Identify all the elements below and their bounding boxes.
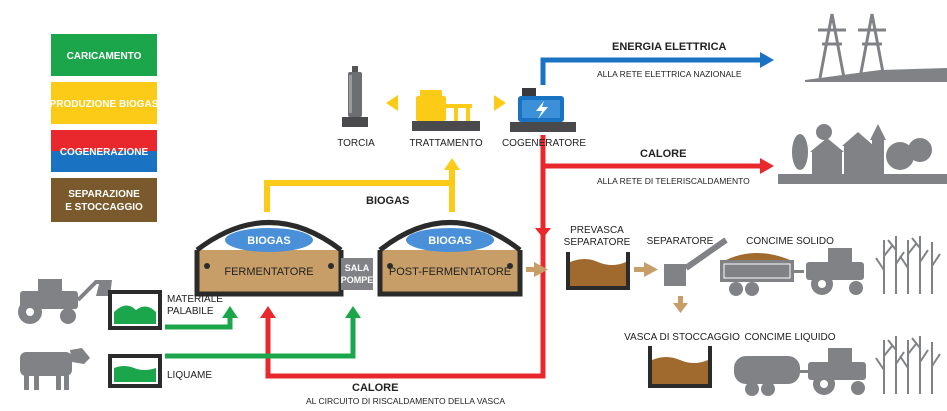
materiale-line1: MATERIALE xyxy=(167,294,223,305)
generator-icon xyxy=(510,88,576,132)
heat-top-title: CALORE xyxy=(640,148,686,160)
legend-produzione-label: PRODUZIONE BIOGAS xyxy=(50,99,159,110)
prevasca-line2: SEPARATORE xyxy=(564,237,631,248)
tanker-icon xyxy=(734,356,808,396)
fermentatore: BIOGAS FERMENTATORE xyxy=(194,220,344,297)
trailer-icon xyxy=(720,253,804,296)
digestate-flow xyxy=(526,262,688,313)
legend-cogenerazione: COGENERAZIONE xyxy=(51,130,157,172)
tractor-icon xyxy=(808,348,866,395)
screw-separator-icon xyxy=(664,237,728,286)
torcia-label: TORCIA xyxy=(337,138,375,149)
feed-liquid-arrow xyxy=(345,306,361,318)
slurry-tank xyxy=(108,354,162,388)
trattamento-label: TRATTAMENTO xyxy=(409,138,483,149)
sala-pompe: SALA POMPE xyxy=(341,258,374,290)
sala-pompe-line2: POMPE xyxy=(341,275,374,285)
concime-solido-label: CONCIME SOLIDO xyxy=(746,236,834,247)
feed-solid-arrow xyxy=(222,306,238,318)
cow-icon xyxy=(20,348,90,390)
biogas-line-label: BIOGAS xyxy=(366,195,409,207)
biogas-arrow-up xyxy=(444,158,460,170)
heat-arrow-down xyxy=(535,228,551,238)
storage-tank-icon xyxy=(648,346,712,388)
pylon-icon xyxy=(818,13,886,79)
legend: CARICAMENTO PRODUZIONE BIOGAS COGENERAZI… xyxy=(50,34,159,222)
sala-pompe-line1: SALA xyxy=(345,263,370,273)
fermentatore-label: FERMENTATORE xyxy=(224,266,313,278)
flare-icon xyxy=(342,66,368,127)
corn-field-icon xyxy=(875,336,941,394)
arrow-to-torcia xyxy=(386,95,398,111)
village-icon xyxy=(778,124,947,184)
fermentatore-dome-label: BIOGAS xyxy=(247,235,290,247)
arrow-from-trattamento xyxy=(494,95,506,111)
gas-treatment-icon xyxy=(412,90,480,131)
post-fermentatore: BIOGAS POST-FERMENTATORE xyxy=(377,220,523,297)
energy-subtitle: ALLA RETE ELETTRICA NAZIONALE xyxy=(597,69,742,79)
legend-cogenerazione-label: COGENERAZIONE xyxy=(60,147,149,158)
prevasca-line1: PREVASCA xyxy=(570,225,624,236)
concime-liquido-label: CONCIME LIQUIDO xyxy=(744,332,835,343)
biogas-line xyxy=(264,180,455,212)
feed-liquid-line xyxy=(165,316,356,359)
prevasca-tank-icon xyxy=(566,252,630,290)
heat-top-subtitle: ALLA RETE DI TELERISCALDAMENTO xyxy=(597,176,750,186)
corn-field-icon xyxy=(875,236,941,294)
post-fermentatore-dome-label: BIOGAS xyxy=(428,235,471,247)
heat-arrow-right xyxy=(760,158,774,174)
legend-separazione-label: SEPARAZIONE xyxy=(68,189,140,200)
legend-separazione: SEPARAZIONE E STOCCAGGIO xyxy=(51,178,157,222)
separatore-label: SEPARATORE xyxy=(647,236,714,247)
material-hopper xyxy=(108,290,162,330)
heat-bottom-title: CALORE xyxy=(352,382,398,394)
pylon-ground xyxy=(805,68,947,82)
feed-solid-line xyxy=(165,316,233,330)
heat-bottom-subtitle: AL CIRCUITO DI RISCALDAMENTO DELLA VASCA xyxy=(306,396,505,406)
tractor-icon xyxy=(18,279,112,324)
materiale-line2: PALABILE xyxy=(167,306,214,317)
post-fermentatore-label: POST-FERMENTATORE xyxy=(389,266,511,278)
legend-caricamento: CARICAMENTO xyxy=(51,34,157,76)
liquame-label: LIQUAME xyxy=(167,370,212,381)
energy-title: ENERGIA ELETTRICA xyxy=(612,41,727,53)
heat-arrow-up xyxy=(260,306,276,318)
legend-produzione-biogas: PRODUZIONE BIOGAS xyxy=(50,82,159,124)
electric-flow xyxy=(540,52,774,85)
feed-flow xyxy=(165,316,356,359)
legend-caricamento-label: CARICAMENTO xyxy=(67,51,142,62)
tractor-icon xyxy=(806,248,864,295)
cogeneratore-label: COGENERATORE xyxy=(502,138,586,149)
legend-stoccaggio-label: E STOCCAGGIO xyxy=(65,202,143,213)
biogas-flow xyxy=(264,168,455,212)
vasca-stoccaggio-label: VASCA DI STOCCAGGIO xyxy=(624,332,740,343)
